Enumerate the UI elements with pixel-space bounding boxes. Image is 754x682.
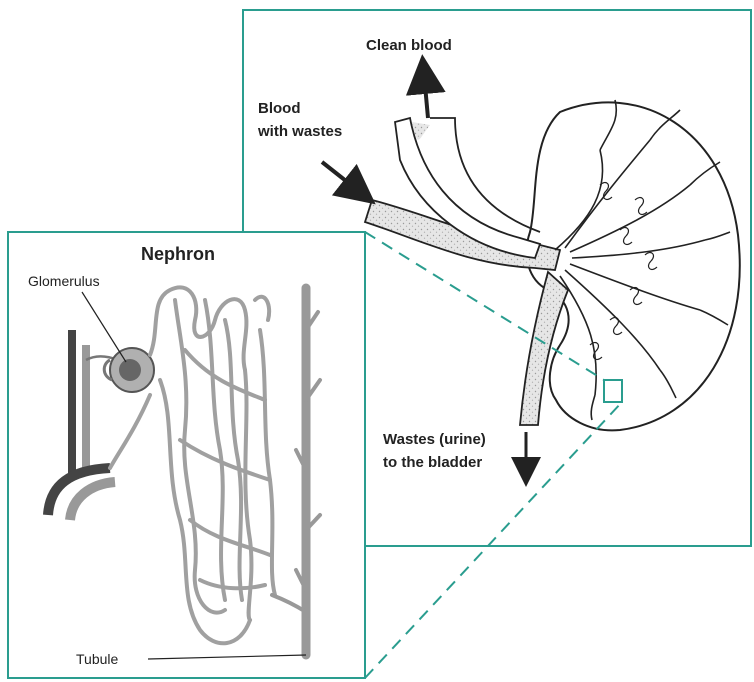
nephron-title: Nephron	[141, 244, 215, 264]
wastes-urine-label: Wastes (urine)	[383, 431, 486, 448]
with-wastes-label: with wastes	[257, 123, 342, 140]
blood-label: Blood	[258, 100, 301, 117]
glomerulus-label: Glomerulus	[28, 273, 100, 289]
nephron-panel-frame	[8, 232, 365, 678]
tubule-label: Tubule	[76, 651, 119, 667]
nephron-panel: Nephron	[8, 232, 365, 678]
clean-blood-label: Clean blood	[366, 37, 452, 54]
to-the-bladder-label: to the bladder	[383, 454, 482, 471]
